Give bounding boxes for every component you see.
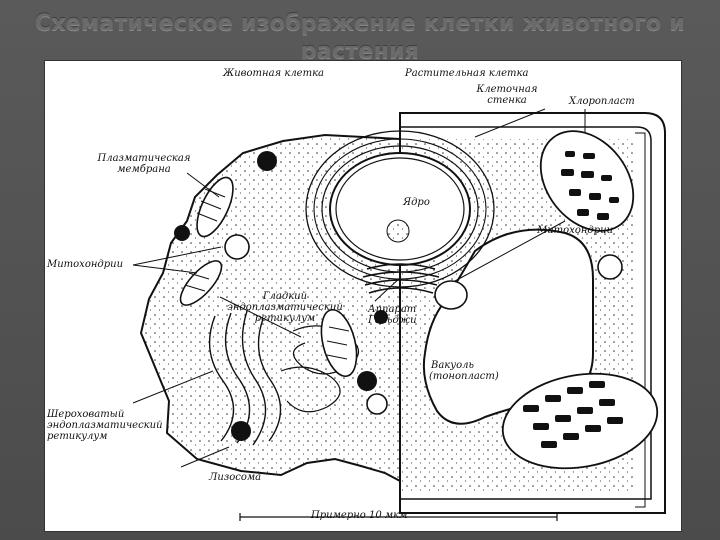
mitochondria-right-label: Митохондрии <box>537 225 614 236</box>
mitochondria-left-label: Митохондрии <box>47 259 124 270</box>
lysosome-label: Лизосома <box>209 472 262 483</box>
chloroplast-label: Хлоропласт <box>569 96 635 107</box>
scale-label: Примерно 10 мкм <box>311 510 408 521</box>
golgi-apparatus <box>362 263 440 294</box>
smooth-er-label-2: эндоплазматический <box>227 302 343 313</box>
nucleus <box>305 130 495 288</box>
vacuole <box>422 228 594 425</box>
lysosomes <box>174 151 388 441</box>
vacuole-label-1: Вакуоль <box>431 360 474 371</box>
rough-er <box>208 310 282 446</box>
plant-cell-label: Растительная клетка <box>405 68 529 79</box>
cell-wall-label-2: стенка <box>487 95 527 106</box>
slide-title: Схематическое изображение клетки животно… <box>34 11 686 64</box>
cell-wall <box>399 112 666 514</box>
leader-lines <box>132 108 586 468</box>
rough-er-label-1: Шероховатый <box>47 409 125 420</box>
nucleus-label: Ядро <box>403 197 430 208</box>
smooth-er-label-1: Гладкий <box>262 291 308 302</box>
vacuole-label-2: (тонопласт) <box>429 371 499 382</box>
smooth-er-label-3: ретикулум <box>254 313 316 324</box>
rough-er-label-3: ретикулум <box>47 431 108 442</box>
plasma-membrane-label-2: мембрана <box>117 164 171 175</box>
cell-wall-label-1: Клеточная <box>476 84 538 95</box>
scale-bar <box>239 513 558 521</box>
cell-diagram: Животная клетка Растительная клетка Клет… <box>45 61 681 531</box>
mitochondria-plant <box>434 254 623 310</box>
plasma-membrane-label-1: Плазматическая <box>97 153 191 164</box>
golgi-label-2: Гольджи <box>368 315 417 326</box>
animal-cell-label: Животная клетка <box>223 68 325 79</box>
cell-illustration <box>132 108 666 521</box>
mitochondria-animal <box>179 176 388 415</box>
golgi-label-1: Аппарат <box>368 304 417 315</box>
rough-er-label-2: эндоплазматический <box>47 420 163 431</box>
chloroplasts <box>501 130 659 470</box>
